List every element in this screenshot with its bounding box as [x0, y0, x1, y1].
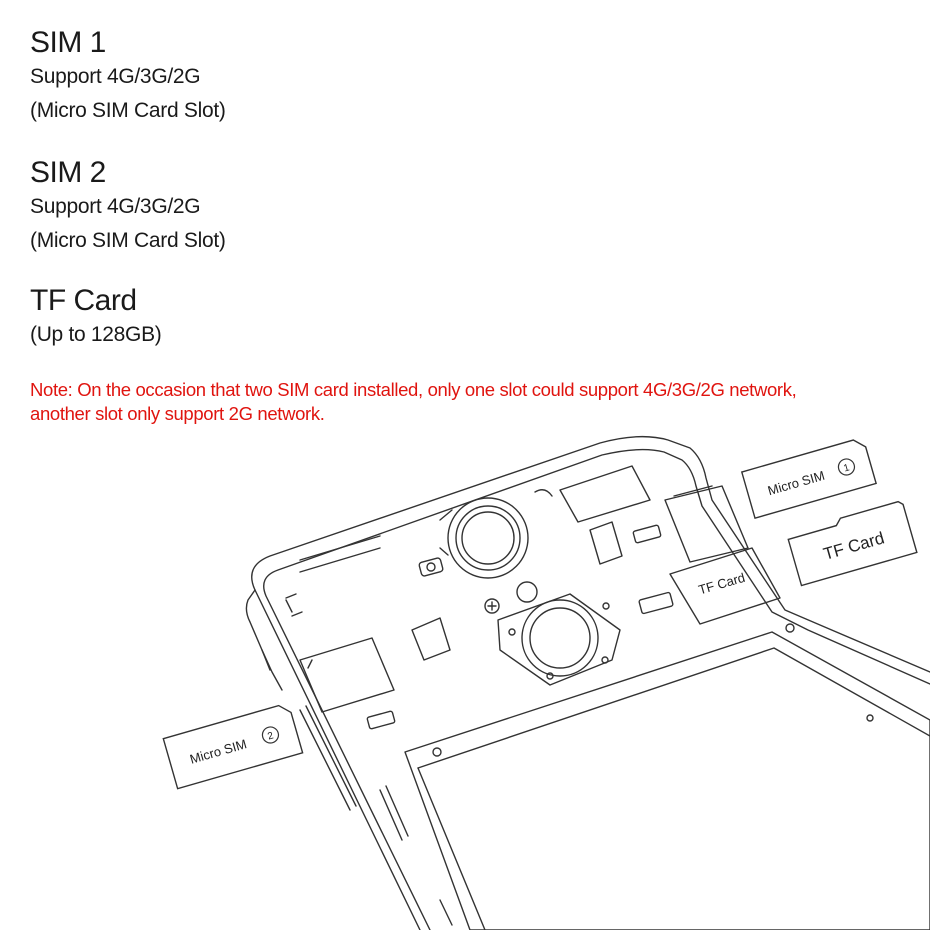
- sim2-badge: 2: [266, 730, 275, 742]
- network-note-line1: Note: On the occasion that two SIM card …: [30, 379, 797, 400]
- tf-card-slot: [638, 547, 781, 625]
- camera-module: [439, 497, 529, 579]
- sim1-support: Support 4G/3G/2G: [30, 65, 201, 88]
- sim2-title: SIM 2: [30, 156, 106, 189]
- sim2-support: Support 4G/3G/2G: [30, 195, 201, 218]
- sim1-title: SIM 1: [30, 26, 106, 59]
- network-note: Note: On the occasion that two SIM card …: [30, 378, 925, 426]
- micro-sim2-card: Micro SIM 2: [162, 704, 304, 790]
- sim1-badge: 1: [842, 462, 851, 474]
- phone-frame: [245, 435, 930, 930]
- sim2-slot: [299, 637, 396, 730]
- network-note-line2: another slot only support 2G network.: [30, 403, 325, 424]
- phone-back-diagram: Micro SIM 1 TF Card Micro SIM 2 TF Card: [162, 435, 930, 930]
- micro-sim1-card: Micro SIM 1: [740, 439, 878, 520]
- sim2-spec: SIM 2 Support 4G/3G/2G (Micro SIM Card S…: [30, 156, 226, 258]
- tf-card-spec: TF Card (Up to 128GB): [30, 284, 162, 352]
- sim1-slot: [632, 485, 749, 563]
- tf-slot-label: TF Card: [697, 570, 747, 598]
- sim1-spec: SIM 1 Support 4G/3G/2G (Micro SIM Card S…: [30, 26, 226, 128]
- sim1-slot-type: (Micro SIM Card Slot): [30, 99, 226, 122]
- speaker-module: [497, 593, 621, 686]
- tf-card-capacity: (Up to 128GB): [30, 323, 162, 346]
- small-components: [285, 465, 651, 661]
- tf-slot-card: TF Card: [697, 570, 747, 598]
- tf-card: TF Card: [787, 500, 918, 587]
- sim2-slot-type: (Micro SIM Card Slot): [30, 229, 226, 252]
- sim1-badge-circle: [837, 458, 856, 476]
- tf-card-title: TF Card: [30, 284, 137, 317]
- sim2-badge-circle: [261, 726, 280, 744]
- side-buttons: [299, 705, 453, 926]
- battery-compartment: [404, 623, 930, 930]
